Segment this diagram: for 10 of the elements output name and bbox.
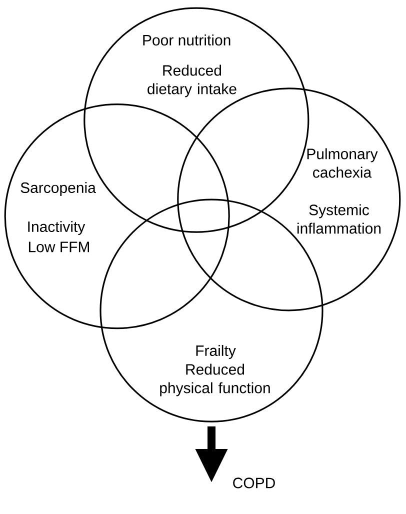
text-label: Low FFM xyxy=(28,242,89,252)
text-label: Frailty xyxy=(196,345,236,359)
text-label: Reduced dietary intake xyxy=(148,64,236,98)
text-label: Systemic inflammation xyxy=(297,204,381,234)
text-label: Sarcopenia xyxy=(20,182,96,196)
text-label: Inactivity xyxy=(28,221,86,235)
text-label: Poor nutrition xyxy=(143,34,230,46)
text-label: Pulmonary cachexia xyxy=(307,148,378,178)
text-label: Reduced physical function xyxy=(160,364,270,396)
text-label: COPD xyxy=(233,478,275,488)
